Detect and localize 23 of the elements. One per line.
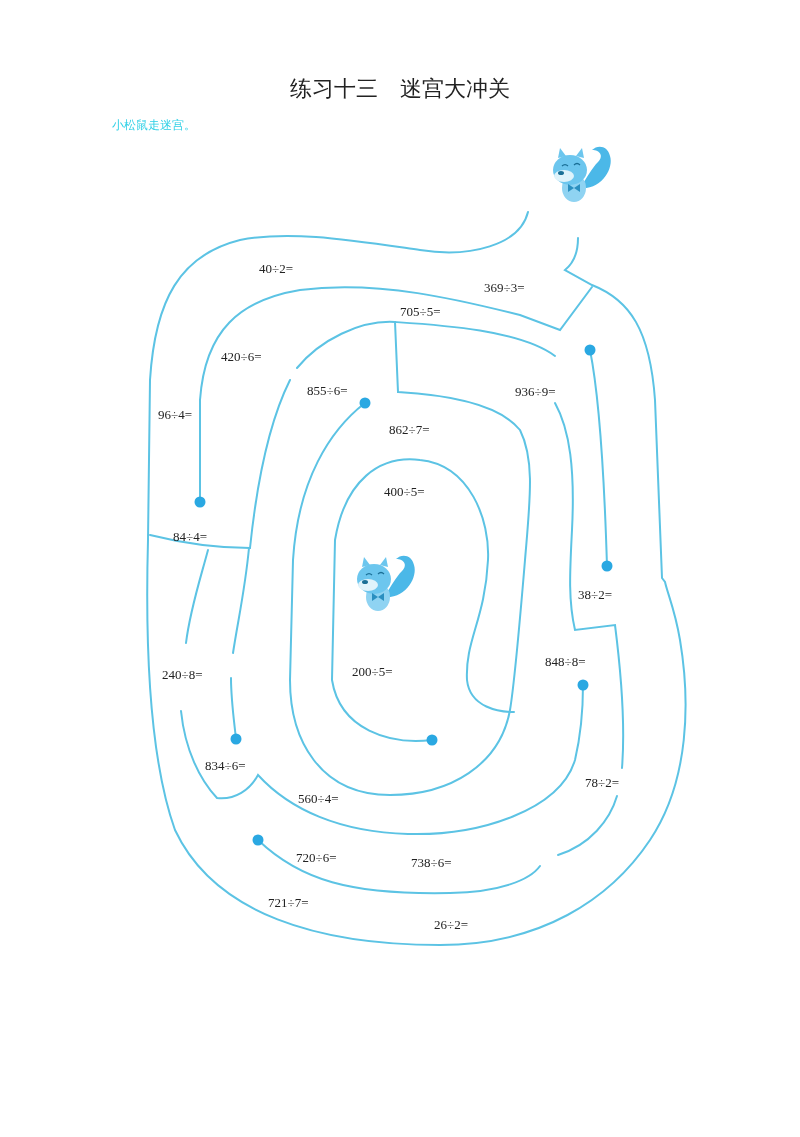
division-problem: 705÷5= <box>400 305 441 318</box>
division-problem: 400÷5= <box>384 485 425 498</box>
division-problem: 560÷4= <box>298 792 339 805</box>
division-problem: 40÷2= <box>259 262 293 275</box>
division-problem: 38÷2= <box>578 588 612 601</box>
division-problem: 240÷8= <box>162 668 203 681</box>
instruction-text: 小松鼠走迷宫。 <box>112 119 196 131</box>
division-problem: 84÷4= <box>173 530 207 543</box>
division-problem: 848÷8= <box>545 655 586 668</box>
division-problem: 738÷6= <box>411 856 452 869</box>
division-problem: 834÷6= <box>205 759 246 772</box>
division-problem: 26÷2= <box>434 918 468 931</box>
division-problem: 420÷6= <box>221 350 262 363</box>
division-problem: 78÷2= <box>585 776 619 789</box>
division-problem: 936÷9= <box>515 385 556 398</box>
division-problem: 720÷6= <box>296 851 337 864</box>
title: 练习十三 迷宫大冲关 <box>289 75 511 103</box>
division-problem: 369÷3= <box>484 281 525 294</box>
division-problem: 96÷4= <box>158 408 192 421</box>
division-problem: 855÷6= <box>307 384 348 397</box>
division-problem: 862÷7= <box>389 423 430 436</box>
division-problem: 200÷5= <box>352 665 393 678</box>
division-problem: 721÷7= <box>268 896 309 909</box>
